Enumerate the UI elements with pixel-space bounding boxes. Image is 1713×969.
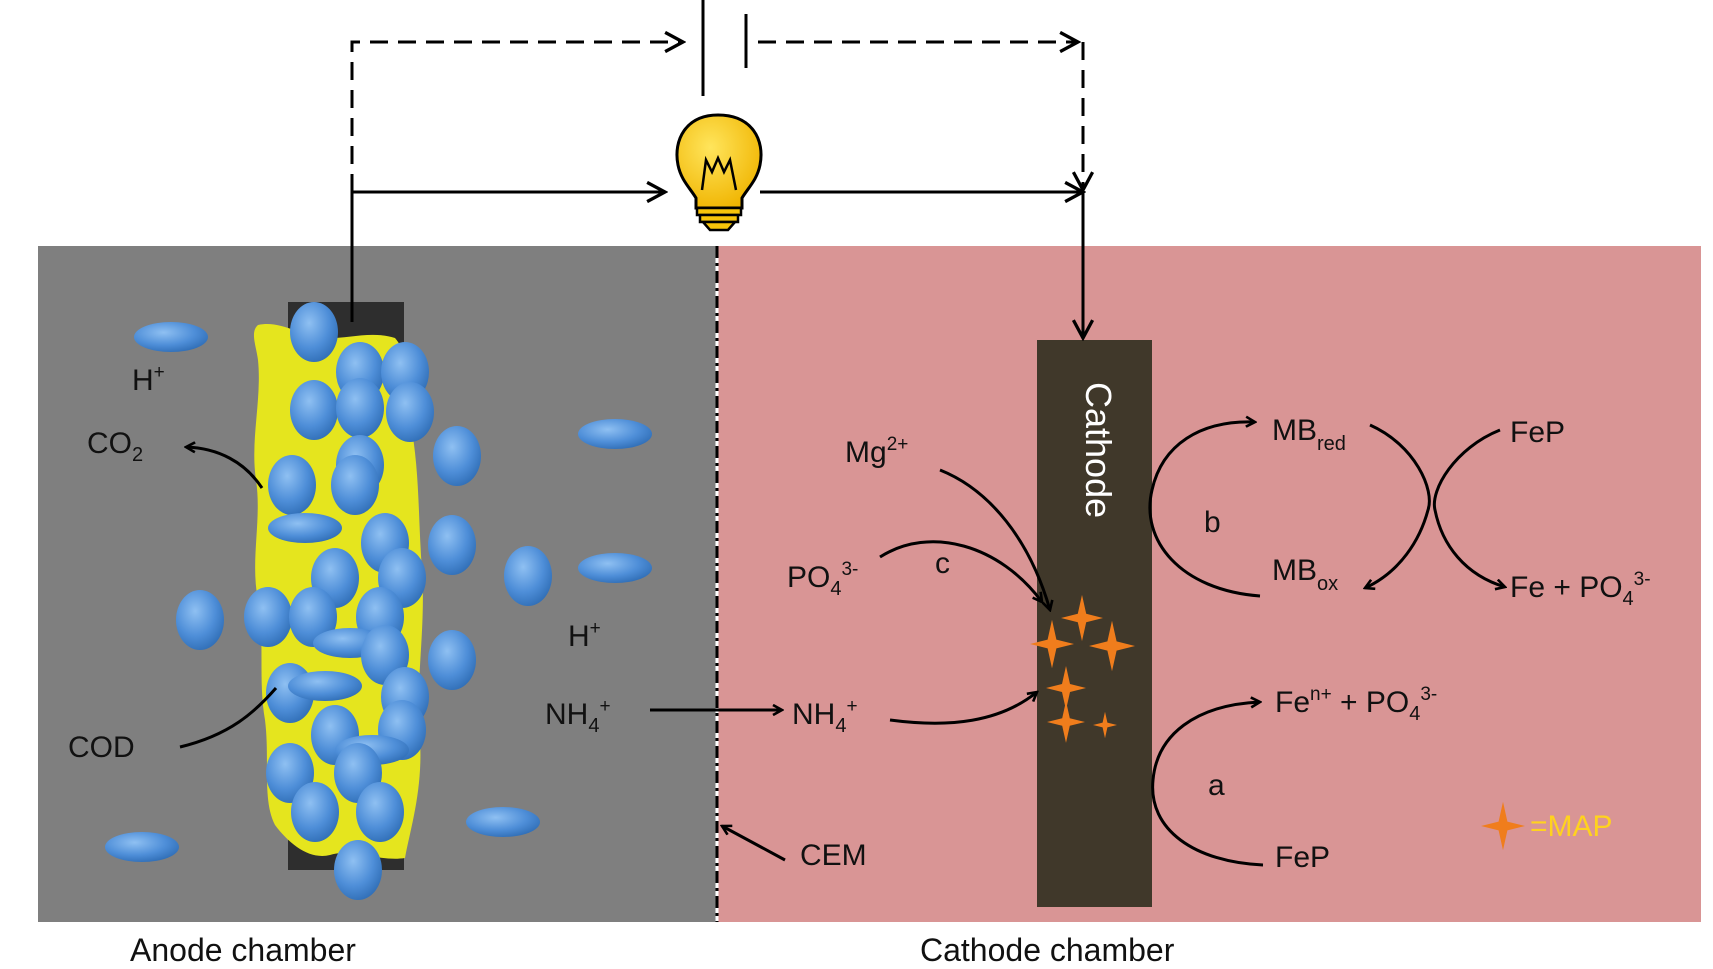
fen-po4-label: Fen+ + PO43- — [1275, 684, 1437, 725]
mg-arrow — [939, 468, 1050, 610]
cem-arrow — [722, 826, 786, 862]
pathway-b-arc — [1148, 422, 1261, 598]
map-legend-label: =MAP — [1530, 810, 1613, 843]
mb-cycle-arrow — [1365, 423, 1431, 588]
cod-label: COD — [68, 731, 135, 764]
light-bulb-icon — [675, 113, 763, 232]
cathode-electrode — [1037, 340, 1152, 907]
pathway-a-label: a — [1208, 769, 1225, 802]
cathode-chamber-label: Cathode chamber — [920, 932, 1175, 968]
co2-arrow — [186, 447, 264, 489]
bacteria-group — [105, 302, 652, 900]
nh4-cathode-label: NH4+ — [792, 696, 858, 737]
mb-red-label: MBred — [1272, 414, 1346, 455]
pathway-b-label: b — [1204, 506, 1221, 539]
pathway-a-arc — [1151, 702, 1264, 867]
fep-bottom-label: FeP — [1275, 841, 1330, 874]
mg-label: Mg2+ — [845, 434, 908, 469]
cod-arrow — [179, 687, 278, 749]
nh4-to-cathode-arrow — [889, 692, 1037, 725]
po4-arrow — [879, 540, 1042, 602]
pathway-c-label: c — [935, 547, 950, 580]
mb-ox-label: MBox — [1272, 554, 1338, 595]
fep-top-label: FeP — [1510, 416, 1565, 449]
fep-cycle-arrow — [1432, 428, 1505, 587]
h-plus-mid-label: H+ — [568, 618, 601, 653]
nh4-anode-label: NH4+ — [545, 696, 611, 737]
h-plus-top-label: H+ — [132, 362, 165, 397]
anode-chamber-label: Anode chamber — [130, 932, 356, 968]
co2-label: CO2 — [87, 427, 143, 466]
cathode-electrode-label: Cathode — [1078, 382, 1119, 518]
fe-po4-label: Fe + PO43- — [1510, 569, 1651, 610]
po4-label: PO43- — [787, 559, 858, 600]
cem-label: CEM — [800, 839, 867, 872]
power-wire-left — [350, 42, 683, 192]
